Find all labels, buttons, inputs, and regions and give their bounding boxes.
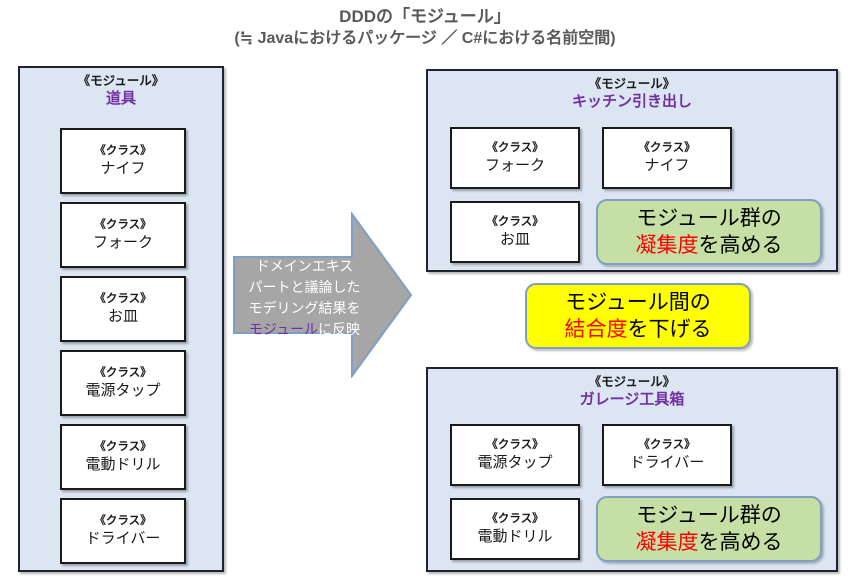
class-stereotype: 《クラス》 [486, 512, 544, 525]
callout-line-2: 凝集度を高める [636, 529, 783, 556]
module-stereotype: 《モジュール》 [77, 74, 165, 88]
callout-line-2-rest: を高める [698, 234, 783, 257]
class-box[interactable]: 《クラス》 ナイフ [60, 128, 186, 194]
module-name: キッチン引き出し [571, 93, 692, 110]
class-name: ドライバー [85, 529, 161, 547]
class-stereotype: 《クラス》 [486, 141, 544, 154]
class-box[interactable]: 《クラス》 ナイフ [602, 127, 732, 189]
module-name: ガレージ工具箱 [579, 391, 685, 408]
class-box[interactable]: 《クラス》 フォーク [450, 127, 580, 189]
module-stereotype: 《モジュール》 [588, 77, 676, 91]
callout-highlight: 凝集度 [635, 234, 699, 257]
module-box-garage-toolbox[interactable]: 《モジュール》 ガレージ工具箱 《クラス》 電源タップ 《クラス》 ドライバー … [426, 367, 838, 572]
class-name: フォーク [92, 233, 153, 251]
arrow-line-2: パートと議論した [248, 279, 361, 295]
callout-highlight: 結合度 [564, 318, 628, 341]
class-name: ナイフ [100, 159, 146, 177]
module-box-tools[interactable]: 《モジュール》 道具 《クラス》 ナイフ 《クラス》 フォーク 《クラス》 お皿… [18, 66, 224, 572]
class-name: ナイフ [644, 156, 690, 174]
class-stereotype: 《クラス》 [94, 144, 152, 157]
module-header: 《モジュール》 ガレージ工具箱 [428, 369, 836, 409]
class-name: 電源タップ [85, 381, 161, 399]
class-name: フォーク [484, 156, 545, 174]
title-line-1: DDDの「モジュール」 [339, 7, 511, 26]
class-stereotype: 《クラス》 [94, 440, 152, 453]
class-box[interactable]: 《クラス》 ドライバー [60, 498, 186, 564]
class-box[interactable]: 《クラス》 お皿 [450, 201, 580, 263]
module-header: 《モジュール》 道具 [20, 68, 222, 108]
class-stereotype: 《クラス》 [94, 514, 152, 527]
class-box[interactable]: 《クラス》 お皿 [60, 276, 186, 342]
class-stereotype: 《クラス》 [638, 141, 696, 154]
callout-line-1: モジュール群の [636, 504, 782, 527]
callout-line-1: モジュール群の [636, 207, 782, 230]
cohesion-callout-garage: モジュール群の 凝集度を高める [596, 496, 822, 562]
class-name: お皿 [107, 307, 138, 325]
class-stereotype: 《クラス》 [94, 292, 152, 305]
class-name: お皿 [499, 230, 530, 248]
arrow-line-1: ドメインエキス [255, 258, 354, 274]
class-stereotype: 《クラス》 [94, 366, 152, 379]
module-box-kitchen-drawer[interactable]: 《モジュール》 キッチン引き出し 《クラス》 フォーク 《クラス》 ナイフ 《ク… [426, 69, 838, 272]
module-stereotype: 《モジュール》 [588, 375, 676, 389]
arrow-shape-icon [233, 212, 413, 378]
coupling-callout: モジュール間の 結合度を下げる [525, 283, 751, 349]
class-box[interactable]: 《クラス》 フォーク [60, 202, 186, 268]
callout-line-1: モジュール間の [565, 291, 711, 314]
callout-line-2-rest: を高める [698, 531, 783, 554]
class-name: 電源タップ [477, 453, 553, 471]
class-stereotype: 《クラス》 [486, 215, 544, 228]
callout-line-2: 凝集度を高める [636, 232, 783, 259]
arrow-label: ドメインエキス パートと議論した モデリング結果を モジュールに反映 [233, 256, 376, 340]
page-title: DDDの「モジュール」 (≒ Javaにおけるパッケージ ／ C#における名前空… [0, 6, 850, 50]
title-line-2: (≒ Javaにおけるパッケージ ／ C#における名前空間) [234, 30, 616, 47]
class-stereotype: 《クラス》 [486, 438, 544, 451]
class-name: ドライバー [629, 453, 705, 471]
class-name: 電動ドリル [477, 527, 553, 545]
class-box[interactable]: 《クラス》 電動ドリル [450, 498, 580, 560]
callout-line-2-rest: を下げる [627, 318, 712, 341]
class-stereotype: 《クラス》 [94, 218, 152, 231]
class-box[interactable]: 《クラス》 ドライバー [602, 424, 732, 486]
class-box[interactable]: 《クラス》 電源タップ [60, 350, 186, 416]
class-box[interactable]: 《クラス》 電動ドリル [60, 424, 186, 490]
transform-arrow: ドメインエキス パートと議論した モデリング結果を モジュールに反映 [233, 212, 413, 378]
callout-highlight: 凝集度 [635, 531, 699, 554]
module-header: 《モジュール》 キッチン引き出し [428, 71, 836, 111]
arrow-line-4-rest: に反映 [318, 321, 361, 337]
class-stereotype: 《クラス》 [638, 438, 696, 451]
class-box[interactable]: 《クラス》 電源タップ [450, 424, 580, 486]
callout-line-2: 結合度を下げる [565, 316, 712, 343]
cohesion-callout-kitchen: モジュール群の 凝集度を高める [596, 199, 822, 265]
arrow-line-4: モジュールに反映 [233, 319, 376, 340]
module-name: 道具 [105, 90, 136, 107]
arrow-line-3: モデリング結果を [248, 300, 361, 316]
arrow-accent-word: モジュール [248, 321, 319, 337]
class-name: 電動ドリル [85, 455, 161, 473]
